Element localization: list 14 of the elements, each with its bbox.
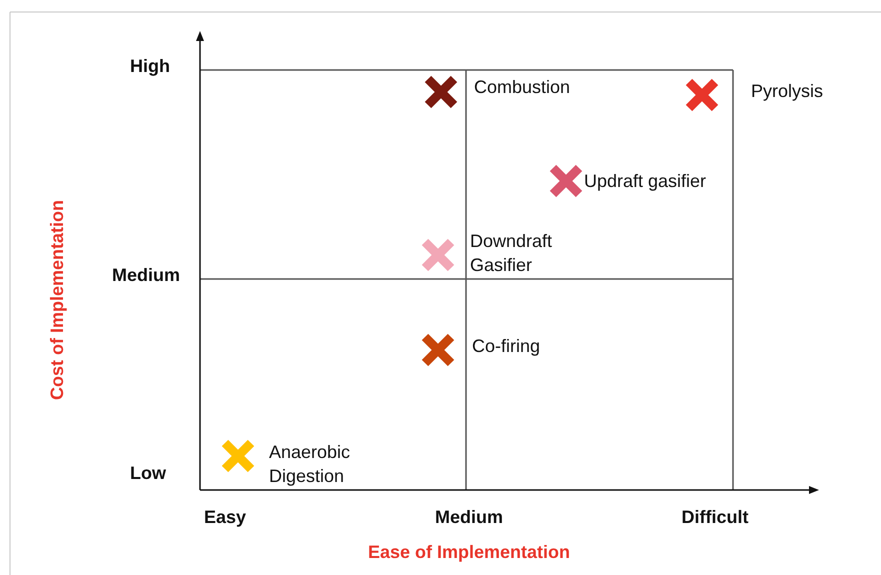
point-label: Combustion (474, 76, 570, 99)
axis-label: Medium (112, 264, 180, 287)
point-label: Updraft gasifier (584, 170, 706, 193)
axis-label: High (130, 55, 170, 78)
point-label: Pyrolysis (751, 80, 824, 103)
axis-label: Medium (435, 506, 503, 529)
axis-label: Difficult (682, 506, 748, 529)
axis-title: Ease of Implementation (368, 541, 570, 564)
axis-label: Low (130, 462, 166, 485)
point-label: Anaerobic Digestion (269, 441, 352, 488)
point-label: Co-firing (472, 335, 540, 358)
axis-title: Cost of Implementation (46, 200, 68, 400)
axis-label: Easy (204, 506, 246, 529)
point-label: Downdraft Gasifier (470, 230, 554, 277)
